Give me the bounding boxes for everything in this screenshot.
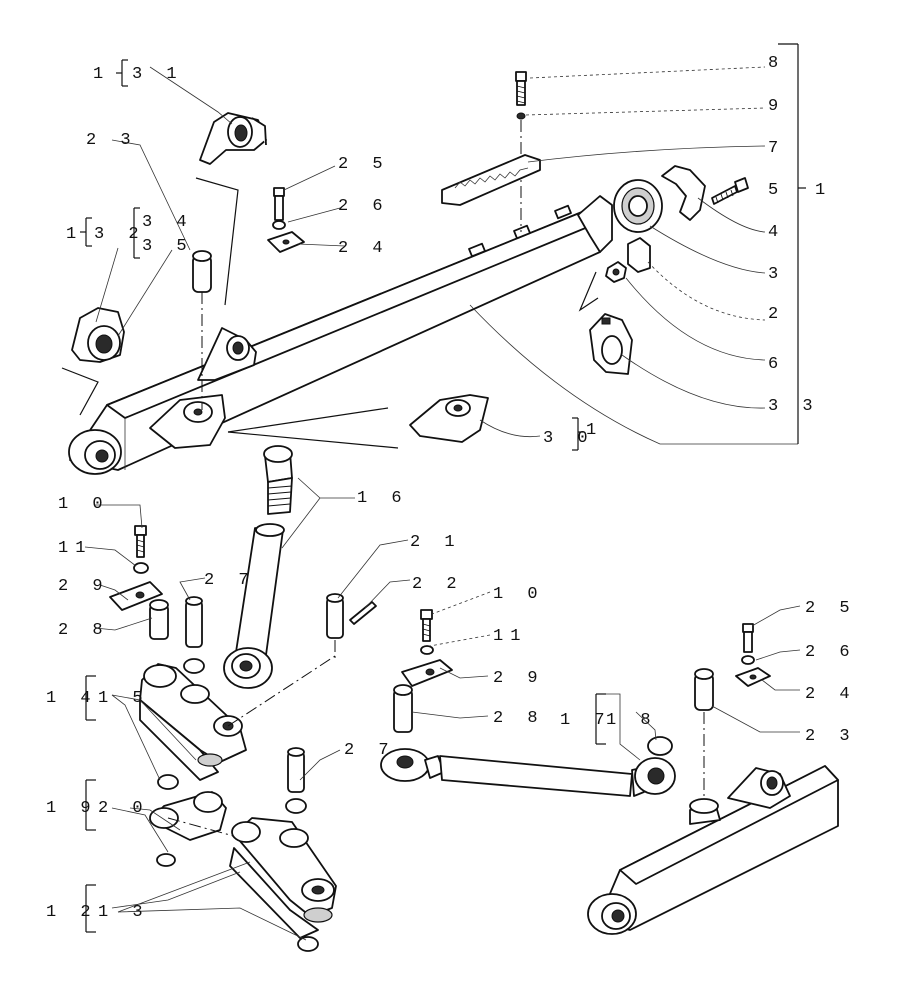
label-6: 6 — [768, 355, 785, 374]
label-27-left: 2 7 — [204, 571, 256, 590]
label-35: 3 5 — [142, 237, 194, 256]
label-9: 9 — [768, 97, 785, 116]
label-1-30: 1 — [586, 421, 603, 440]
label-34: 3 4 — [142, 213, 194, 232]
clamp-half-4 — [661, 165, 706, 221]
label-5: 5 — [768, 181, 785, 200]
lift-rod-16 — [223, 445, 293, 689]
label-33: 3 3 — [768, 397, 820, 416]
block-2 — [627, 237, 651, 273]
callout-labels: 1 3 1 2 3 1 3 2 3 4 3 5 2 5 2 6 2 4 8 9 … — [46, 54, 857, 922]
toothed-plate-assembly — [441, 71, 541, 232]
label-25-top: 2 5 — [338, 155, 390, 174]
bolt-washer-plate-top — [267, 187, 305, 253]
label-10-mid: 1 0 — [493, 585, 545, 604]
bolt-5 — [711, 177, 749, 205]
label-8: 8 — [768, 54, 785, 73]
label-13: 1 3 — [98, 903, 150, 922]
bracket-32 — [71, 307, 125, 363]
label-28-mid: 2 8 — [493, 709, 545, 728]
label-26-top: 2 6 — [338, 197, 390, 216]
nut-6 — [605, 261, 627, 283]
label-10-left: 1 0 — [58, 495, 110, 514]
label-29-left: 2 9 — [58, 577, 110, 596]
label-32: 3 2 — [94, 225, 146, 244]
label-24-right: 2 4 — [805, 685, 857, 704]
label-18: 1 8 — [606, 711, 658, 730]
label-14: 1 4 — [46, 689, 98, 708]
ball-ring-3 — [613, 179, 663, 233]
label-29-mid: 2 9 — [493, 669, 545, 688]
label-2: 2 — [768, 305, 785, 324]
label-28-left: 2 8 — [58, 621, 110, 640]
label-27-mid: 2 7 — [344, 741, 396, 760]
label-22: 2 2 — [412, 575, 464, 594]
lower-left-assembly — [109, 525, 377, 952]
label-4: 4 — [768, 223, 785, 242]
label-19: 1 9 — [46, 799, 98, 818]
bracket-30 — [409, 394, 489, 443]
label-7: 7 — [768, 139, 785, 158]
label-12: 1 2 — [46, 903, 98, 922]
label-17: 1 7 — [560, 711, 612, 730]
label-1-32a: 1 — [66, 225, 83, 244]
label-20: 2 0 — [98, 799, 150, 818]
label-1-group: 1 — [815, 181, 832, 200]
label-11-left: 11 — [58, 539, 92, 558]
label-23-top: 2 3 — [86, 131, 138, 150]
label-26-right: 2 6 — [805, 643, 857, 662]
bracket-31 — [199, 112, 267, 165]
clamp-33 — [589, 313, 633, 375]
turnbuckle-assembly — [380, 609, 676, 797]
label-1-31a: 1 — [93, 65, 110, 84]
label-23-right: 2 3 — [805, 727, 857, 746]
pin-23-top — [192, 250, 212, 410]
label-30: 3 0 — [543, 429, 595, 448]
label-15: 1 5 — [98, 689, 150, 708]
label-11-mid: 11 — [493, 627, 527, 646]
label-3: 3 — [768, 265, 785, 284]
label-24-top: 2 4 — [338, 239, 390, 258]
label-21: 2 1 — [410, 533, 462, 552]
label-25-right: 2 5 — [805, 599, 857, 618]
lower-right-arm — [587, 623, 839, 935]
leader-lines — [80, 43, 806, 941]
label-31: 3 1 — [132, 65, 184, 84]
label-16: 1 6 — [357, 489, 409, 508]
